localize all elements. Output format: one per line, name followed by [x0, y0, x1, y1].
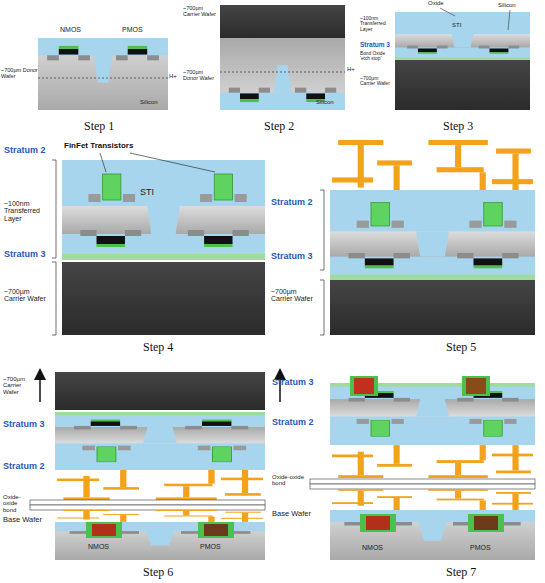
annotation-label: PMOS: [470, 544, 491, 551]
donor-wafer: [38, 38, 168, 110]
annotation-label: Bond Oxide 'etch stop': [360, 51, 394, 61]
stratum-label: Stratum 3: [360, 42, 390, 49]
annotation-label: STI: [140, 188, 154, 197]
annotation-label: PMOS: [200, 543, 221, 550]
finfet-stratum: [52, 153, 265, 335]
annotation-label: ~100nm Transferred Layer: [4, 200, 51, 222]
step-caption: Step 7: [446, 566, 476, 579]
annotation-label: ~700µm Carrier Wafer: [4, 288, 51, 303]
transferred-layer: [395, 8, 530, 110]
annotation-label: Silicon: [498, 2, 516, 8]
annotation-label: Base Wafer: [272, 510, 311, 518]
stratum-label: Stratum 2: [272, 418, 314, 427]
annotation-label: H+: [347, 66, 355, 72]
stratum-label: Stratum 2: [4, 146, 46, 155]
stratum-label: Stratum 3: [271, 252, 313, 261]
annotation-label: H+: [169, 73, 177, 79]
step-caption: Step 4: [143, 341, 173, 354]
annotation-label: Oxide-oxide bond: [272, 474, 308, 487]
annotation-label: ~700µm Donor Wafer: [183, 70, 219, 82]
annotation-label: Silicon: [140, 99, 158, 105]
stratum-label: Stratum 2: [3, 462, 45, 471]
annotation-label: Silicon: [316, 99, 334, 105]
flip-and-bond: [30, 372, 280, 560]
step-caption: Step 3: [443, 120, 473, 133]
annotation-label: Oxide: [428, 0, 444, 6]
stratum-label: Stratum 3: [3, 420, 45, 429]
annotation-label: ~700µm Carrier Wafer: [271, 288, 318, 303]
annotation-label: STI: [452, 22, 461, 28]
annotation-label: ~700µm Carrier Wafer: [360, 76, 394, 87]
annotation-label: PMOS: [122, 26, 143, 33]
annotation-label: ~700µm Carrier Wafer: [183, 6, 219, 18]
stratum-label: Stratum 2: [271, 198, 313, 207]
bonded-wafer-pair: [220, 5, 345, 110]
step-caption: Step 1: [84, 120, 114, 133]
step-caption: Step 5: [446, 341, 476, 354]
stratum-label: Stratum 3: [272, 378, 314, 387]
callout-label: FinFet Transistors: [64, 142, 133, 150]
annotation-label: Base Wafer: [3, 516, 42, 524]
step-caption: Step 2: [264, 120, 294, 133]
annotation-label: Oxide-oxide bond: [3, 494, 31, 513]
interconnect-stack: [320, 140, 535, 335]
annotation-label: ~100nm Transferred Layer: [360, 16, 394, 32]
annotation-label: NMOS: [362, 544, 383, 551]
annotation-label: NMOS: [60, 26, 81, 33]
annotation-label: NMOS: [88, 543, 109, 550]
annotation-label: ~700µm Donor Wafer: [1, 68, 38, 80]
monolithic-3d-stack: [310, 376, 535, 560]
step-caption: Step 6: [143, 566, 173, 579]
annotation-label: ~700µm Carrier Wafer: [3, 376, 37, 395]
stratum-label: Stratum 3: [4, 250, 46, 259]
